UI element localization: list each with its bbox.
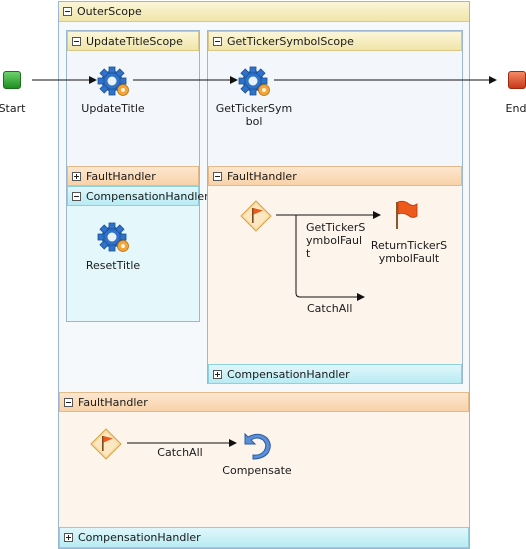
outer-scope-title: OuterScope: [77, 5, 142, 18]
return-fault-label-line2: ymbolFault: [378, 252, 440, 265]
outer-fault-handler[interactable]: FaultHandler: [59, 392, 469, 527]
outer-fault-handler-header[interactable]: FaultHandler: [59, 392, 469, 412]
get-ticker-activity-label-line2: bol: [245, 115, 263, 128]
gear-icon[interactable]: [238, 64, 272, 98]
get-ticker-fault-handler-title: FaultHandler: [227, 169, 297, 183]
compensate-label: Compensate: [222, 464, 292, 477]
get-ticker-symbol-scope-header[interactable]: GetTickerSymbolScope: [208, 31, 462, 51]
fault-branch-label-line1: GetTickerS: [306, 221, 366, 234]
fault-branch-label-getticker: GetTickerS ymbolFaul t: [306, 221, 368, 260]
get-ticker-symbol-scope-title: GetTickerSymbolScope: [227, 34, 354, 48]
update-title-fault-handler-title: FaultHandler: [86, 169, 156, 183]
outer-fault-branch-label: CatchAll: [157, 446, 203, 459]
fault-diamond-icon[interactable]: [89, 427, 123, 461]
update-title-scope[interactable]: UpdateTitleScope FaultHandler Compensati…: [66, 30, 209, 322]
expand-icon[interactable]: [64, 533, 73, 542]
outer-compensation-handler-title: CompensationHandler: [78, 531, 201, 544]
update-title-fault-handler-header[interactable]: FaultHandler: [67, 166, 199, 186]
reset-title-activity-label: ResetTitle: [85, 259, 141, 272]
collapse-icon[interactable]: [63, 7, 72, 16]
update-title-compensation-handler[interactable]: CompensationHandler: [67, 186, 209, 321]
start-node-icon[interactable]: [3, 71, 21, 89]
update-title-compensation-handler-header[interactable]: CompensationHandler: [67, 186, 209, 206]
outer-scope-header[interactable]: OuterScope: [59, 2, 469, 22]
get-ticker-fault-handler-header[interactable]: FaultHandler: [208, 166, 462, 186]
return-fault-label: ReturnTickerS ymbolFault: [364, 239, 454, 265]
return-fault-label-line1: ReturnTickerS: [370, 239, 448, 252]
expand-icon[interactable]: [213, 369, 222, 379]
update-title-scope-title: UpdateTitleScope: [86, 34, 183, 48]
update-title-activity-label: UpdateTitle: [81, 102, 145, 115]
fault-branch-label-line3: t: [306, 247, 311, 260]
fault-branch-label-catchall: CatchAll: [307, 302, 353, 315]
end-node-icon[interactable]: [508, 71, 526, 89]
get-ticker-fault-handler[interactable]: FaultHandler: [208, 166, 462, 364]
fault-branch-label-line2: ymbolFaul: [306, 234, 363, 247]
get-ticker-activity-label-line1: GetTickerSym: [215, 102, 293, 115]
gear-icon[interactable]: [97, 64, 131, 98]
collapse-icon[interactable]: [213, 171, 222, 181]
gear-icon[interactable]: [97, 220, 131, 254]
collapse-icon[interactable]: [213, 36, 222, 46]
update-title-scope-header[interactable]: UpdateTitleScope: [67, 31, 199, 51]
flag-icon[interactable]: [390, 199, 420, 231]
collapse-icon[interactable]: [72, 191, 81, 201]
collapse-icon[interactable]: [64, 397, 73, 407]
start-label: Start: [0, 102, 26, 115]
fault-diamond-icon[interactable]: [239, 199, 273, 233]
outer-fault-handler-title: FaultHandler: [78, 395, 148, 409]
undo-arrow-icon[interactable]: [239, 428, 273, 460]
collapse-icon[interactable]: [72, 36, 81, 46]
get-ticker-activity-label: GetTickerSym bol: [212, 102, 296, 128]
get-ticker-compensation-handler-header[interactable]: CompensationHandler: [208, 364, 462, 384]
expand-icon[interactable]: [72, 171, 81, 181]
update-title-compensation-handler-title: CompensationHandler: [86, 189, 209, 203]
end-label: End: [505, 102, 526, 115]
get-ticker-compensation-handler-title: CompensationHandler: [227, 367, 350, 381]
outer-compensation-handler-header[interactable]: CompensationHandler: [59, 527, 469, 548]
